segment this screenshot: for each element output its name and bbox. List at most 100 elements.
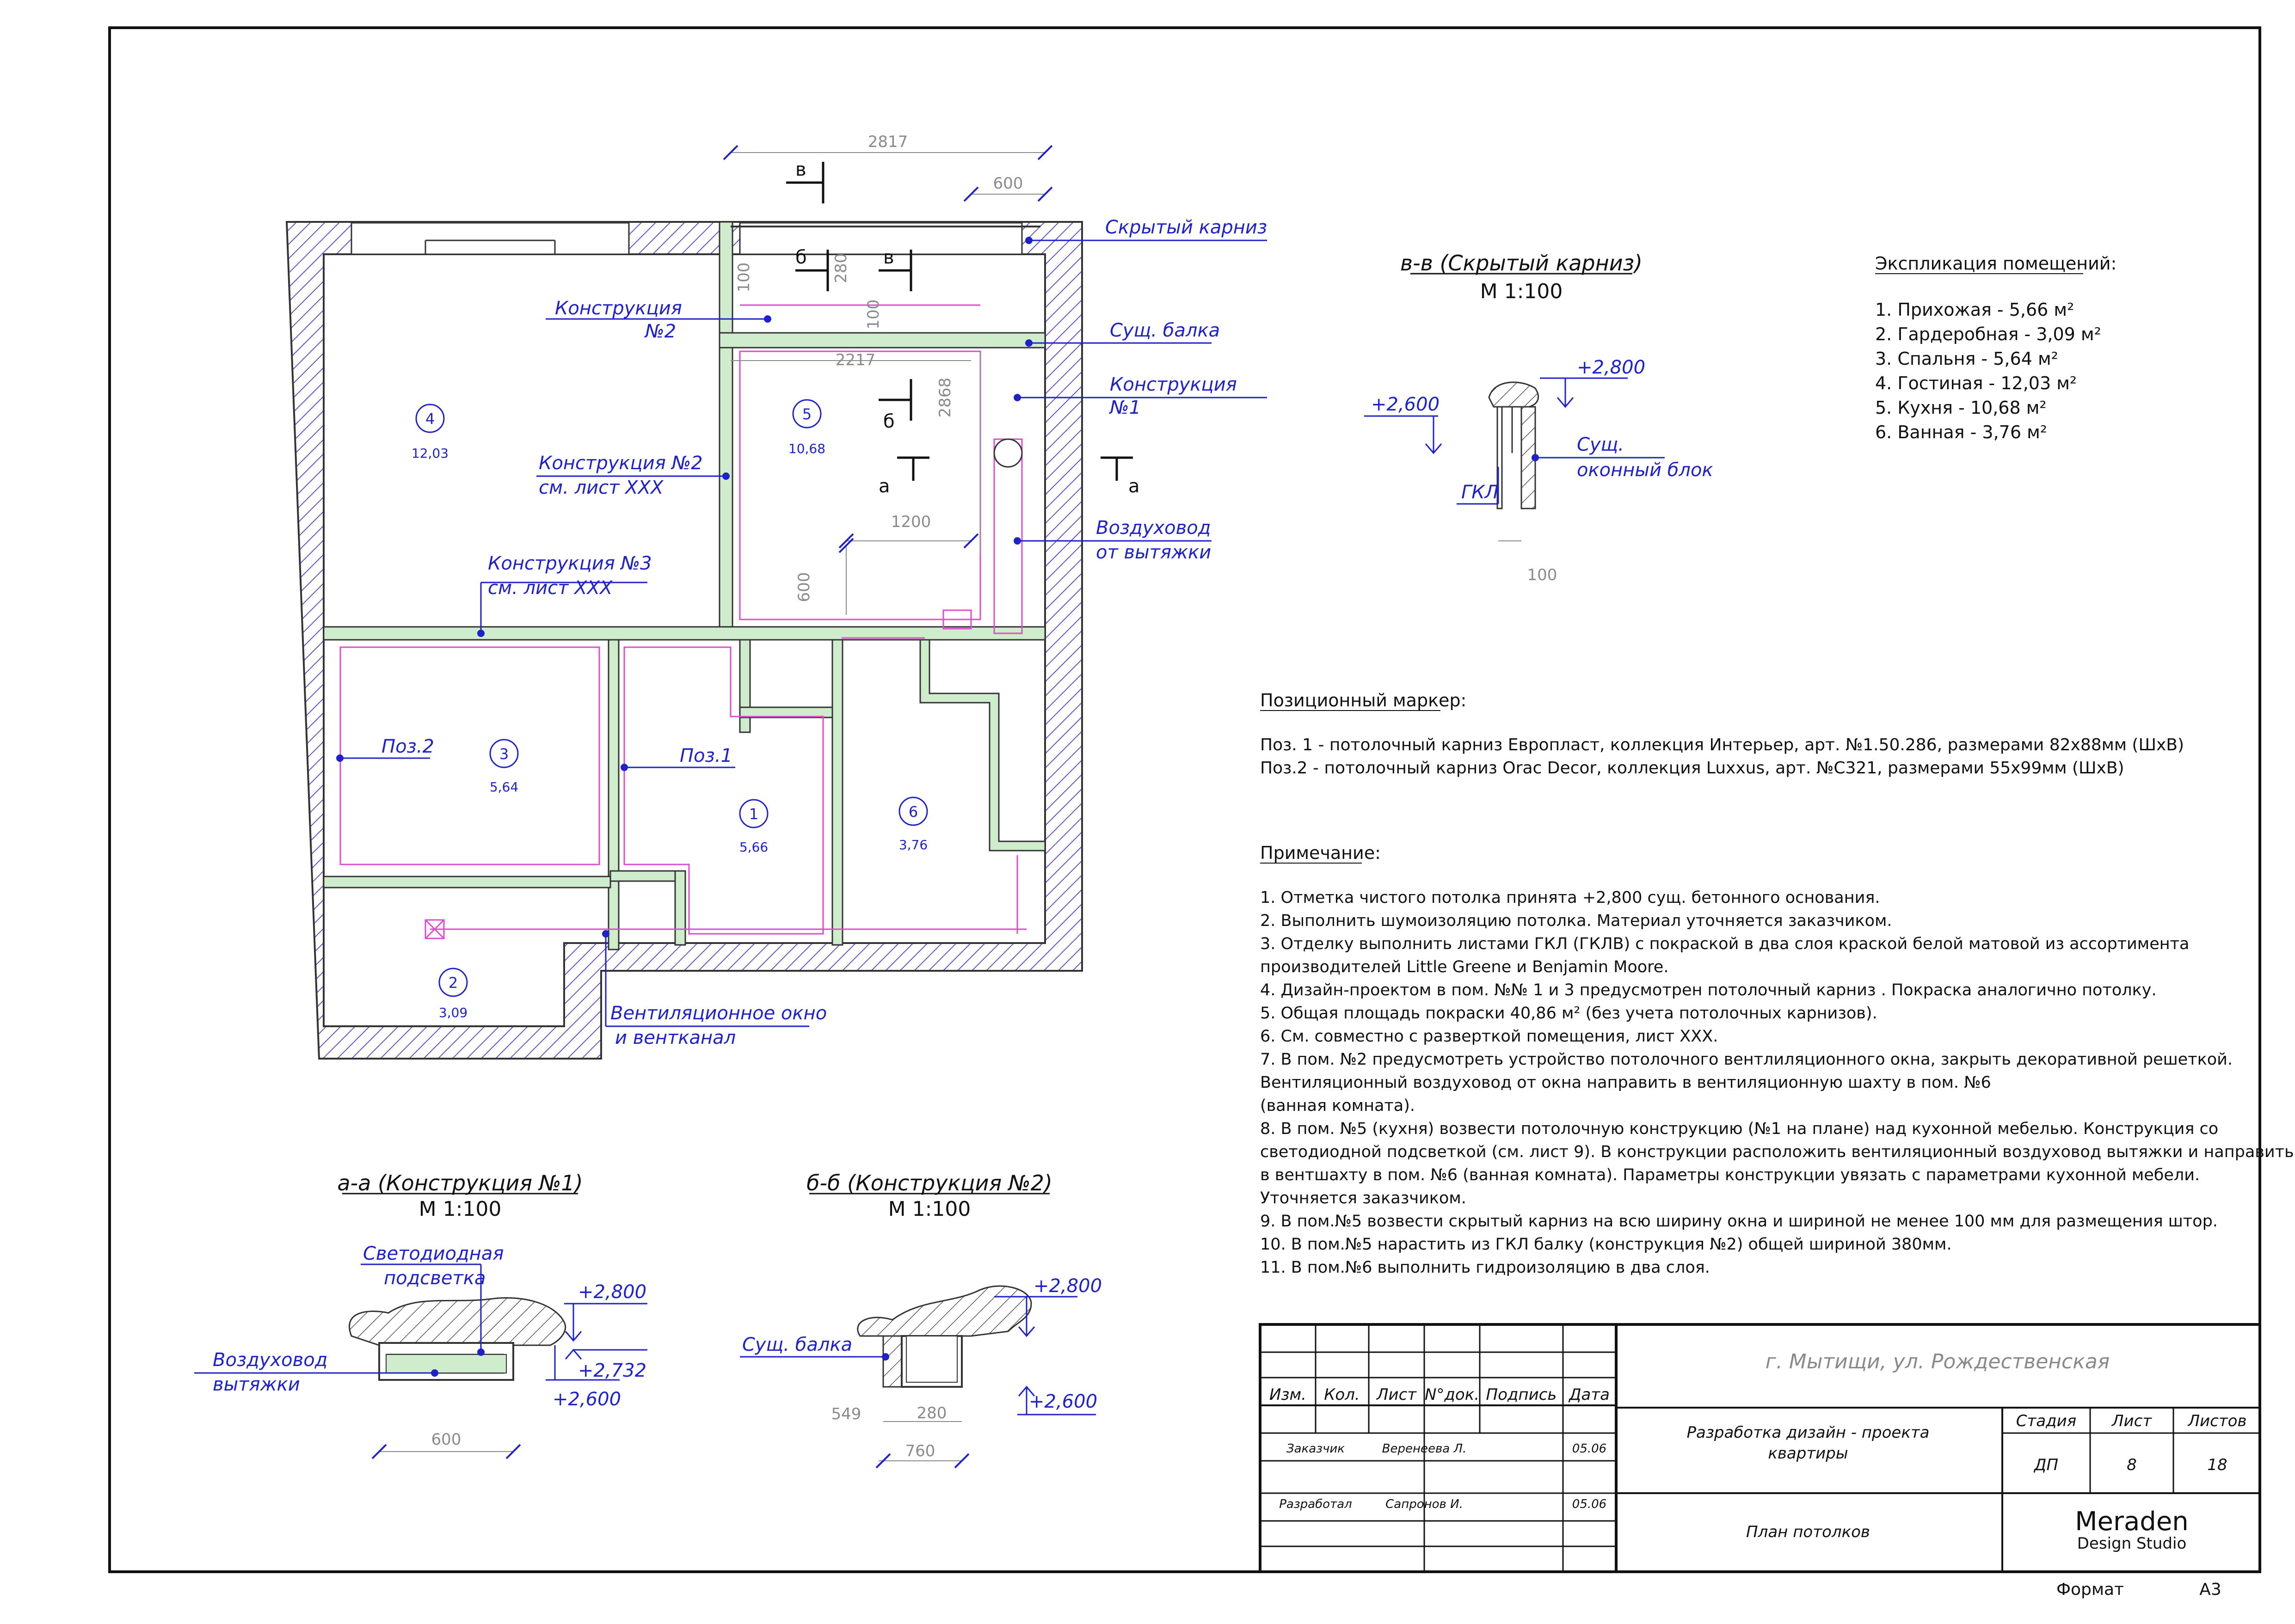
- section-vv-scale: М 1:100: [1480, 280, 1563, 303]
- customer-name: Веренеева Л.: [1382, 1442, 1467, 1456]
- floor-plan: 4 12,03 5 10,68 3 5,64 1 5,66 6 3,76 2 3…: [285, 133, 1267, 1060]
- note-line-8: 7. В пом. №2 предусмотреть устройство по…: [1260, 1050, 2233, 1069]
- studio-sub: Design Studio: [2077, 1534, 2187, 1553]
- section-bb-title: б-б (Конструкция №2): [806, 1171, 1052, 1195]
- explication-item-4: 4. Гостиная - 12,03 м²: [1875, 373, 2077, 393]
- notes: Примечание: 1. Отметка чистого потолка п…: [1260, 843, 2294, 1277]
- label-construction2-ref-sheet: см. лист XXX: [539, 477, 664, 498]
- section-vv-title: в-в (Скрытый карниз): [1400, 251, 1643, 276]
- studio-name: Meraden: [2075, 1507, 2189, 1537]
- note-line-14: Уточняется заказчиком.: [1260, 1189, 1466, 1207]
- section-vv-window-block: оконный блок: [1577, 460, 1713, 481]
- room-4-number: 4: [425, 410, 435, 428]
- note-line-5: 4. Дизайн-проектом в пом. №№ 1 и 3 преду…: [1260, 981, 2157, 999]
- room-6-marker: 6 3,76: [898, 797, 928, 852]
- explication-item-3: 3. Спальня - 5,64 м²: [1875, 349, 2058, 369]
- section-mark-b1: б: [795, 247, 807, 268]
- room-1-area: 5,66: [739, 840, 768, 855]
- room-5-area: 10,68: [788, 441, 825, 456]
- label-construction2-num: №2: [644, 321, 676, 342]
- section-vv-level-left: +2,600: [1371, 394, 1440, 415]
- section-mark-a2: а: [1128, 476, 1140, 497]
- dim-2868: 2868: [936, 378, 954, 418]
- section-aa-duct-2: вытяжки: [213, 1374, 300, 1395]
- developer-date: 05.06: [1572, 1497, 1606, 1511]
- label-pos1: Поз.1: [680, 745, 732, 766]
- label-construction1-num: №1: [1109, 397, 1141, 418]
- room-3-number: 3: [499, 745, 509, 763]
- developer-name: Сапронов И.: [1385, 1497, 1463, 1511]
- partition-16: [831, 639, 843, 946]
- section-bb-level-top: +2,800: [1034, 1275, 1102, 1297]
- dim-1200: 1200: [891, 513, 931, 531]
- partition-32: [323, 876, 611, 889]
- cornice-room1: [623, 646, 824, 935]
- dim-600-left: 600: [795, 572, 813, 602]
- explication-item-5: 5. Кухня - 10,68 м²: [1875, 398, 2047, 418]
- sheet-label: Лист: [2111, 1412, 2152, 1430]
- col-podpis: Подпись: [1486, 1385, 1557, 1404]
- label-vent-window-2: и вентканал: [615, 1027, 736, 1048]
- stage-value: ДП: [2033, 1456, 2058, 1474]
- room-3-marker: 3 5,64: [489, 739, 519, 795]
- note-line-10: (ванная комната).: [1260, 1097, 1415, 1115]
- section-bb-scale: М 1:100: [888, 1197, 971, 1221]
- partition-vertical: [719, 221, 733, 639]
- section-bb-dim-760: 760: [905, 1442, 935, 1460]
- stage-label: Стадия: [2016, 1412, 2076, 1430]
- col-izm: Изм.: [1269, 1385, 1306, 1404]
- note-line-13: в вентшахту в пом. №6 (ванная комната). …: [1260, 1166, 2200, 1184]
- room-4-area: 12,03: [412, 446, 449, 461]
- section-aa-level-bottom: +2,600: [553, 1389, 621, 1410]
- room-6-area: 3,76: [899, 837, 928, 852]
- format-value: А3: [2199, 1580, 2221, 1599]
- label-existing-beam: Сущ. балка: [1110, 320, 1220, 341]
- section-mark-v2: в: [883, 247, 894, 268]
- section-vv-existing: Сущ.: [1577, 434, 1624, 455]
- note-line-2: 2. Выполнить шумоизоляцию потолка. Матер…: [1260, 912, 1892, 930]
- section-aa-title: а-а (Конструкция №1): [337, 1171, 583, 1195]
- label-construction2: Конструкция: [555, 298, 682, 319]
- partition-34: [608, 639, 620, 950]
- title-block-address: г. Мытищи, ул. Рождественская: [1766, 1350, 2110, 1373]
- room-1-marker: 1 5,66: [739, 799, 769, 855]
- section-vv: в-в (Скрытый карниз) М 1:100 +2,800 +2,6…: [1364, 251, 1713, 584]
- note-line-15: 9. В пом.№5 возвести скрытый карниз на в…: [1260, 1212, 2218, 1231]
- section-aa-led-2: подсветка: [384, 1268, 486, 1289]
- partition-corridor: [609, 870, 681, 882]
- room-3-area: 5,64: [490, 779, 518, 795]
- position-marker: Позиционный маркер: Поз. 1 - потолочный …: [1260, 690, 2184, 778]
- label-pos2: Поз.2: [381, 736, 434, 757]
- section-aa-level-top: +2,800: [578, 1281, 646, 1303]
- room-5-number: 5: [802, 405, 812, 423]
- section-bb-level-bottom: +2,600: [1029, 1391, 1097, 1412]
- position-marker-title: Позиционный маркер:: [1260, 690, 1466, 711]
- partition-small2: [739, 706, 833, 718]
- duct-round: [993, 438, 1023, 468]
- explication-item-1: 1. Прихожая - 5,66 м²: [1875, 300, 2074, 320]
- room-5-marker: 5 10,68: [788, 399, 825, 456]
- label-construction2-ref: Конструкция №2: [539, 453, 703, 474]
- dim-600-top: 600: [993, 174, 1023, 193]
- sheets-label: Листов: [2187, 1412, 2246, 1430]
- section-bb-dim-549: 549: [831, 1405, 861, 1423]
- project-line-1: Разработка дизайн - проекта: [1686, 1423, 1929, 1442]
- col-list: Лист: [1376, 1385, 1417, 1404]
- label-hidden-cornice: Скрытый карниз: [1105, 217, 1267, 238]
- section-vv-level-top: +2,800: [1577, 357, 1645, 378]
- section-aa-duct-1: Воздуховод: [213, 1349, 327, 1371]
- note-line-4: производителей Little Greene и Benjamin …: [1260, 958, 1668, 976]
- note-line-12: светодиодной подсветкой (см. лист 9). В …: [1260, 1143, 2294, 1161]
- note-line-3: 3. Отделку выполнить листами ГКЛ (ГКЛВ) …: [1260, 935, 2189, 953]
- section-mark-b2: б: [883, 411, 895, 432]
- position-marker-item-2: Поз.2 - потолочный карниз Orac Decor, ко…: [1260, 759, 2124, 778]
- customer-role: Заказчик: [1286, 1442, 1345, 1456]
- note-line-1: 1. Отметка чистого потолка принята +2,80…: [1260, 889, 1880, 907]
- label-construction3-ref: Конструкция №3: [488, 553, 652, 574]
- col-ndok: N°док.: [1425, 1385, 1479, 1404]
- project-line-2: квартиры: [1768, 1444, 1848, 1463]
- label-vent-window: Вентиляционное окно: [610, 1003, 827, 1024]
- section-aa-led-1: Светодиодная: [363, 1243, 504, 1264]
- partition-small: [739, 639, 751, 733]
- section-aa-scale: М 1:100: [419, 1197, 502, 1221]
